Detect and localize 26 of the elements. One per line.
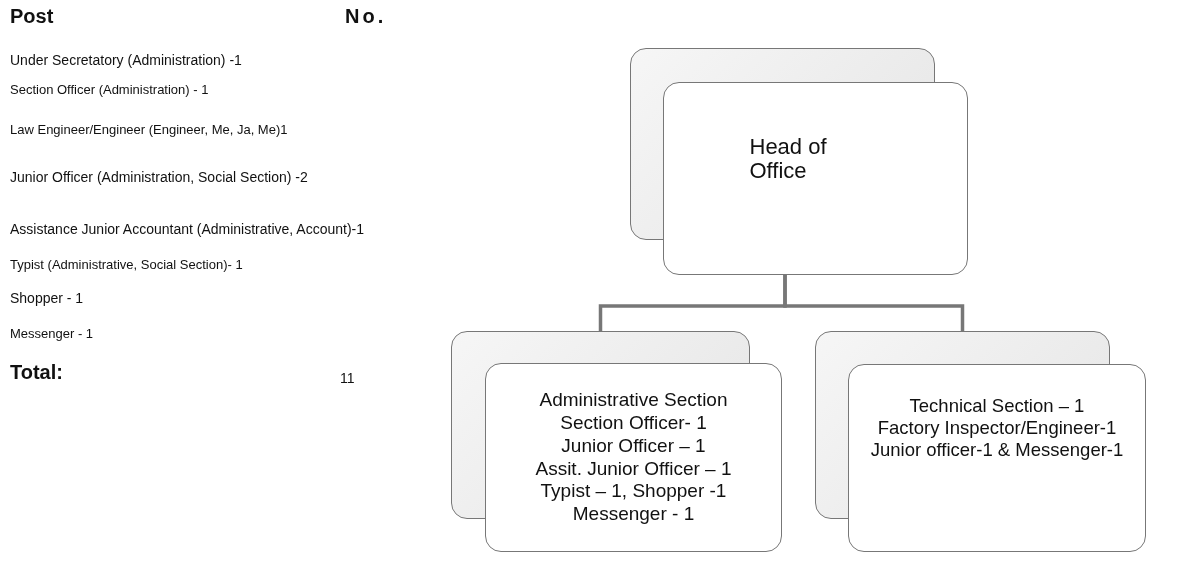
total-label: Total: xyxy=(10,364,63,381)
staff-line: Section Officer- 1 xyxy=(560,411,707,435)
staff-line: Messenger - 1 xyxy=(572,503,695,526)
staff-line: Typist – 1, Shopper -1 xyxy=(540,480,727,504)
post-line: Section Officer (Administration) - 1 xyxy=(10,81,209,98)
post-line: Junior Officer (Administration, Social Section) -2 xyxy=(10,168,309,187)
staff-line: Junior officer-1 & Messenger-1 xyxy=(870,439,1124,462)
node-title: Head of Office xyxy=(749,135,828,182)
total-value: 11 xyxy=(340,370,355,387)
post-line: Law Engineer/Engineer (Engineer, Me, Ja, Me)1 xyxy=(10,121,288,138)
post-line: Assistance Junior Accountant (Administrative, Account)-1 xyxy=(10,221,365,238)
staff-line: Factory Inspector/Engineer-1 xyxy=(877,416,1117,440)
stacked-card xyxy=(630,48,968,275)
stacked-card xyxy=(815,331,1146,552)
staff-line: Junior Officer – 1 xyxy=(561,434,706,458)
staff-line: Assit. Junior Officer – 1 xyxy=(535,457,732,481)
post-line: Under Secretatory (Administration) -1 xyxy=(10,52,242,69)
connector-line xyxy=(783,275,965,331)
column-header: Post xyxy=(10,8,54,25)
section-title: Administrative Section xyxy=(539,389,728,412)
stacked-card xyxy=(451,331,782,552)
column-header: No. xyxy=(345,8,387,25)
post-line: Messenger - 1 xyxy=(10,325,94,342)
post-line: Shopper - 1 xyxy=(10,290,84,307)
post-line: Typist (Administrative, Social Section)- 1 xyxy=(10,256,243,273)
section-title: Technical Section – 1 xyxy=(909,394,1085,417)
